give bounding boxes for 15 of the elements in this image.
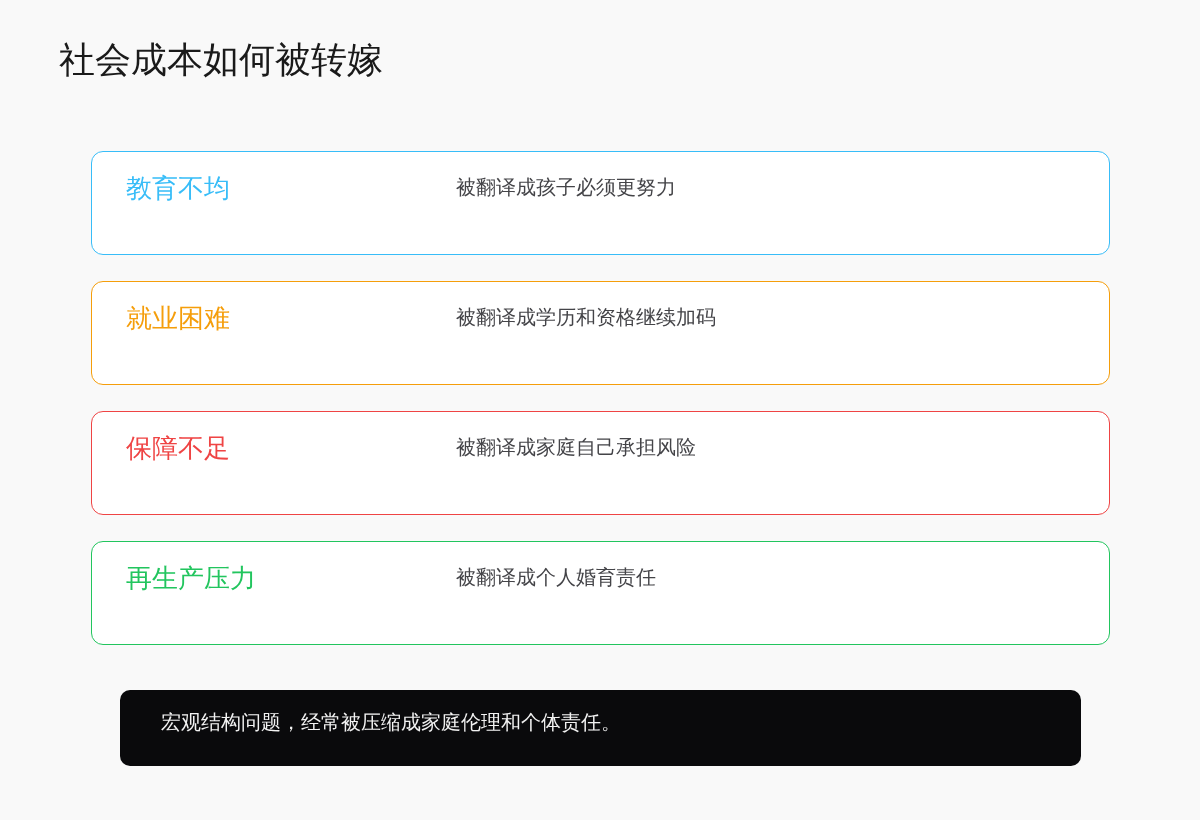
translation-text: 被翻译成个人婚育责任	[456, 565, 656, 590]
translation-text: 被翻译成孩子必须更努力	[456, 175, 676, 200]
translation-text: 被翻译成学历和资格继续加码	[456, 305, 716, 330]
translation-text: 被翻译成家庭自己承担风险	[456, 435, 696, 460]
category-heading: 保障不足	[126, 432, 230, 465]
category-heading: 就业困难	[126, 302, 230, 335]
category-heading: 再生产压力	[126, 562, 256, 595]
category-card	[91, 151, 1110, 255]
page-title: 社会成本如何被转嫁	[59, 38, 383, 82]
summary-text: 宏观结构问题，经常被压缩成家庭伦理和个体责任。	[161, 709, 621, 735]
category-card	[91, 411, 1110, 515]
summary-banner	[120, 690, 1081, 766]
category-card	[91, 541, 1110, 645]
category-heading: 教育不均	[126, 172, 230, 205]
category-card	[91, 281, 1110, 385]
